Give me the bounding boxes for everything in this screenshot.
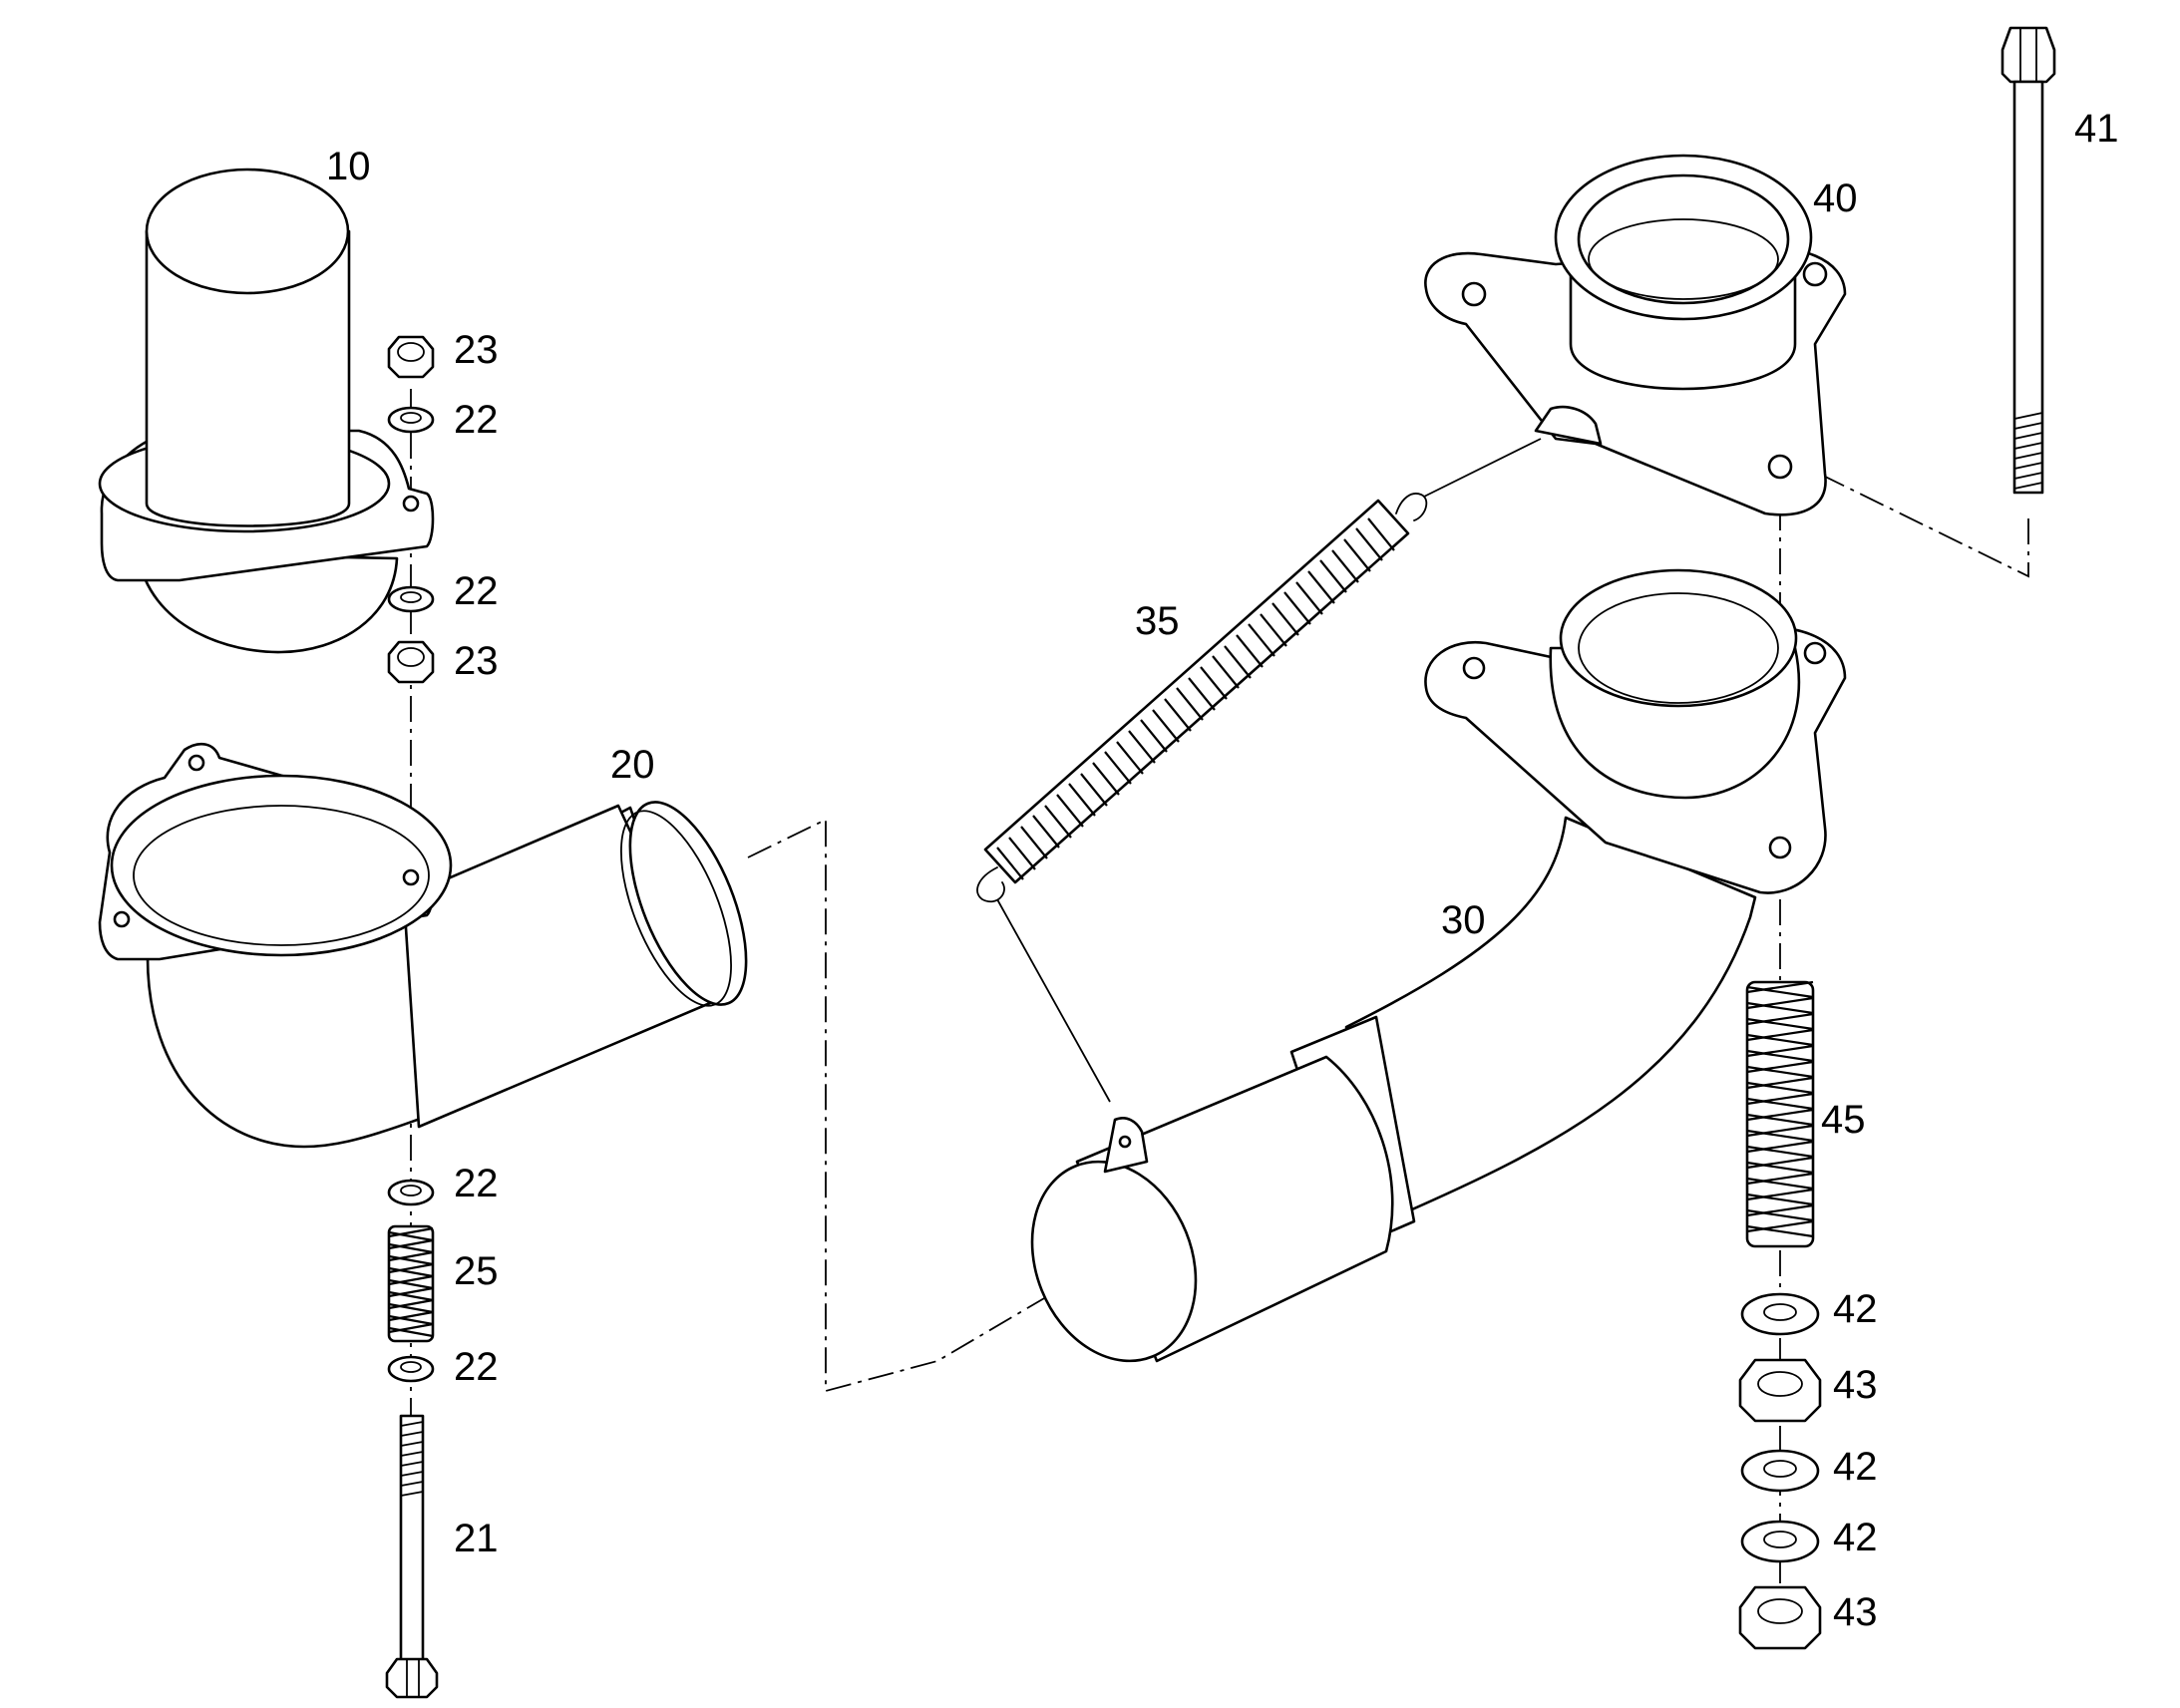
washer-42-c [1740,1520,1820,1563]
spring-35-hook-upper [1395,493,1428,521]
spring-25 [387,1224,435,1343]
right-hardware [1738,980,1822,1650]
part-30-bent-pipe [1030,568,1847,1363]
part-40-spring-tab [1534,405,1603,446]
label-10: 10 [326,145,371,188]
nut-23-upper [387,335,435,379]
label-42-b: 42 [1833,1445,1878,1489]
part-20-socket-opening [110,774,453,957]
part-40-rim-bore [1588,218,1779,300]
part-20-hole-left [113,910,131,928]
spring-35-coils [996,517,1395,880]
label-22-a: 22 [454,398,499,442]
label-22-c: 22 [454,1162,499,1205]
label-21: 21 [454,1517,499,1560]
label-43-b: 43 [1833,1590,1878,1634]
part-10-bolt-hole [402,495,420,512]
part-20-elbow [98,742,748,1149]
spring-45 [1745,980,1815,1248]
label-20: 20 [610,743,655,787]
bolt-41-head [2000,26,2056,84]
label-45: 45 [1821,1098,1866,1142]
left-hardware-lower [385,1179,439,1699]
part-10-socket-tube [98,168,435,654]
part-40-hole-left [1461,281,1487,307]
nut-43-b [1738,1585,1822,1650]
part-20-outlet-groove [620,810,732,1007]
part-30-hole-left [1462,656,1486,680]
label-25: 25 [454,1249,499,1293]
left-hardware-upper [387,335,435,684]
pipe-connection-line [747,818,1120,1393]
bolt-21 [385,1414,439,1699]
part-20-hole-right [402,868,420,886]
label-23-upper: 23 [454,328,499,372]
nut-23-lower [387,640,435,684]
part-20-outlet-rim [628,801,748,1006]
label-41: 41 [2074,107,2119,151]
washer-42-b [1740,1449,1820,1493]
label-30: 30 [1441,898,1486,942]
washer-22-c [387,1179,435,1206]
washer-22-d [387,1355,435,1383]
spring-35-upper-leader [1423,438,1542,498]
spring-35-body [983,499,1410,884]
part-30-hole-right [1803,641,1827,665]
label-23-lower: 23 [454,639,499,683]
bolt-41 [2000,26,2056,495]
part-20-socket-inner [133,805,430,946]
part-30-pipe-end [1030,1160,1198,1363]
part-20-hole-top [187,754,205,772]
washer-42-a [1740,1292,1820,1336]
label-40: 40 [1813,176,1858,220]
part-40-hole-bottom [1767,454,1793,480]
spring-35 [976,493,1428,903]
part-40-rim-inner [1577,173,1790,305]
part-30-hole-bottom [1768,836,1792,859]
washer-22-a [387,406,435,434]
part-30-ball-inner [1578,592,1779,704]
label-35: 35 [1135,599,1180,643]
part-30-ball-opening [1559,568,1798,708]
spring-35-hook-lower [976,866,1005,903]
bolt-41-shank [2012,80,2044,495]
label-22-d: 22 [454,1345,499,1389]
label-42-a: 42 [1833,1287,1878,1331]
part-30-spring-tab-hole [1118,1135,1132,1149]
part-10-tube-body [145,229,351,527]
label-43-a: 43 [1833,1363,1878,1407]
part-labels: 10 23 22 22 23 20 22 25 22 21 35 30 40 4… [326,107,2119,1634]
washer-22-b [387,585,435,613]
label-42-c: 42 [1833,1516,1878,1559]
part-10-tube-top [145,168,350,295]
spring-35-lower-leader [996,898,1111,1103]
bolt-41-axis-line [1812,470,2029,578]
part-40-hole-right [1802,261,1828,287]
nut-43-a [1738,1358,1822,1423]
label-22-b: 22 [454,569,499,613]
part-40-flange-socket [1424,154,1847,516]
bolt-41-thread [2013,412,2043,490]
part-30-pipe-bend [1344,816,1757,1218]
